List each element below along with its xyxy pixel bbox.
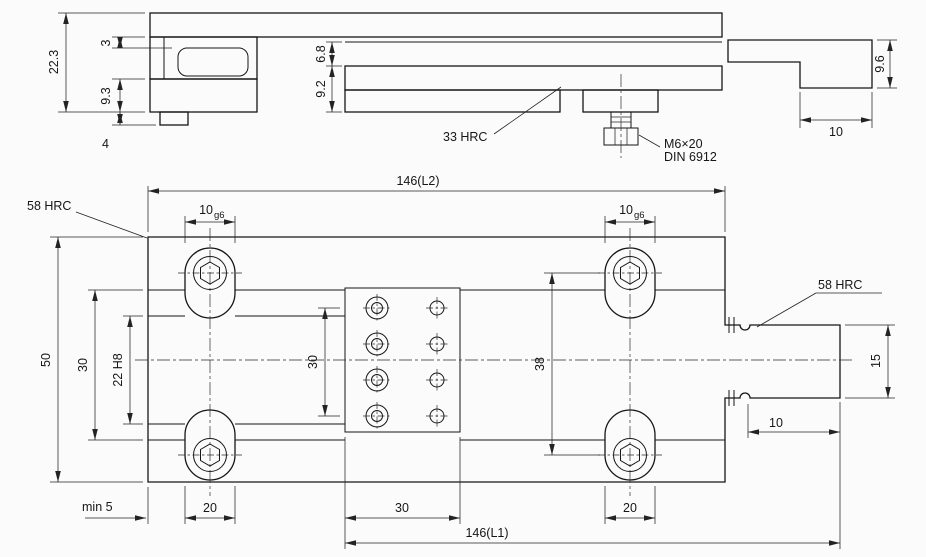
left-block-lower (149, 78, 258, 113)
hardness-58hrc-left: 58 HRC (27, 199, 71, 213)
dim-146-l2: 146(L2) (396, 174, 439, 188)
dim-9-2: 9.2 (314, 80, 328, 97)
clamp-groove-marks (728, 317, 735, 406)
dim-9-3: 9.3 (99, 87, 113, 104)
dim-10-tab: 10 (769, 416, 783, 430)
dim-6-8: 6.8 (314, 45, 328, 62)
left-block-slot (177, 47, 249, 77)
plan-centerlines (135, 228, 855, 496)
dim-30-bottom: 30 (395, 501, 409, 515)
mid-bar-section (344, 65, 723, 91)
screw-boss-section (582, 89, 659, 113)
plan-parts (147, 236, 841, 483)
dim-22h8: 22 H8 (111, 353, 125, 386)
mid-bar-deep-section (344, 89, 561, 113)
slot-fit-right: g6 (634, 210, 645, 221)
dim-38: 38 (533, 357, 547, 371)
plan-extension-lines (50, 186, 895, 549)
plate-outline (147, 236, 841, 483)
hole-pattern (363, 294, 448, 430)
dim-20-right: 20 (623, 501, 637, 515)
dim-9-6: 9.6 (873, 55, 887, 72)
mounting-slot-top-left (184, 247, 236, 319)
section-dimension-lines (63, 13, 893, 125)
section-labels: 22.3 3 9.3 4 6.8 9.2 9.6 10 33 HRC M6×20… (47, 39, 887, 164)
mounting-slots (184, 247, 656, 481)
slot-dia-right: 10 (619, 203, 633, 217)
top-rail-section (149, 12, 723, 38)
dim-50: 50 (39, 353, 53, 367)
right-bracket-section (727, 39, 873, 89)
slot-fit-left: g6 (214, 210, 225, 221)
hardness-33hrc-leader (493, 86, 562, 135)
hardness-58hrc-right: 58 HRC (818, 278, 862, 292)
dim-146-l1: 146(L1) (465, 526, 508, 540)
plan-dimension-lines (55, 188, 891, 546)
section-extension-lines (58, 12, 897, 128)
mounting-slot-bottom-right (604, 409, 656, 481)
left-block-upper (149, 36, 258, 80)
dim-20-left: 20 (203, 501, 217, 515)
mounting-slot-bottom-left (184, 409, 236, 481)
section-view: 22.3 3 9.3 4 6.8 9.2 9.6 10 33 HRC M6×20… (47, 12, 897, 164)
section-parts (149, 12, 873, 146)
dim-4: 4 (102, 137, 109, 151)
hardness-58hrc-right-leader (756, 292, 817, 328)
left-block-tab (159, 111, 189, 126)
plan-labels: 146(L2) 10 g6 10 g6 58 HRC 58 HRC 50 30 … (27, 174, 883, 540)
hardness-33hrc: 33 HRC (443, 130, 487, 144)
dim-15: 15 (869, 354, 883, 368)
mounting-slot-top-right (604, 247, 656, 319)
dim-30-pattern: 30 (306, 355, 320, 369)
dim-10-bracket: 10 (829, 125, 843, 139)
hardness-58hrc-left-leader (75, 211, 148, 239)
screw-standard: DIN 6912 (664, 150, 717, 164)
dim-22-3: 22.3 (47, 50, 61, 74)
screw-leader (638, 134, 661, 148)
socket-screws (193, 256, 647, 472)
groove-edges (148, 289, 725, 441)
dim-3: 3 (99, 39, 113, 46)
slot-dia-left: 10 (199, 203, 213, 217)
dim-min5: min 5 (82, 500, 113, 514)
plan-view: 146(L2) 10 g6 10 g6 58 HRC 58 HRC 50 30 … (27, 174, 895, 549)
screw-spec: M6×20 (664, 137, 703, 151)
dim-30-left: 30 (76, 358, 90, 372)
